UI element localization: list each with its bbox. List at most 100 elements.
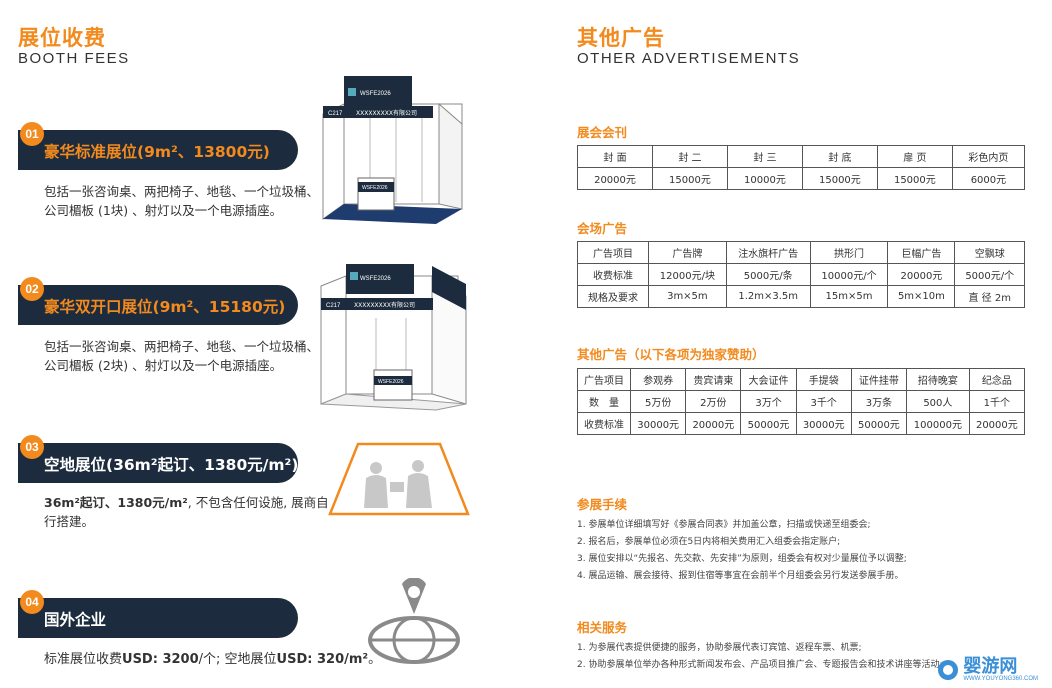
booth-item-2-title: 豪华双开口展位(9m²、15180元) (44, 298, 286, 316)
venue-ads-title: 会场广告 (577, 221, 628, 236)
standard-booth-illustration: WSFE2026 C217 XXXXXXXXX有限公司 WSFE2026 (322, 76, 463, 224)
table-cell: 封 三 (726, 145, 803, 168)
table-cell: 15m×5m (809, 285, 889, 308)
table-cell: 封 面 (577, 145, 653, 168)
space-booth-illustration (328, 442, 470, 516)
booth-item-2-pill: 豪华双开口展位(9m²、15180元) (18, 285, 298, 325)
table-row: 收费标准 30000元 20000元 50000元 30000元 50000元 … (576, 412, 1026, 435)
booth-item-3-number: 03 (20, 435, 44, 459)
table-cell: 6000元 (951, 167, 1026, 190)
booth-item-4-desc-prefix: 标准展位收费 (44, 652, 123, 667)
table-cell: 20000元 (577, 167, 653, 190)
table-cell: 5m×10m (887, 285, 956, 308)
table-cell: 3千个 (795, 390, 852, 413)
services-list: 1. 为参展代表提供便捷的服务，协助参展代表订宾馆、返程车票、机票; 2. 协助… (577, 640, 942, 674)
table-row: 20000元 15000元 10000元 15000元 15000元 6000元 (577, 167, 1026, 190)
table-cell: 证件挂带 (850, 368, 908, 391)
booth1-sign-logo: WSFE2026 (360, 91, 391, 97)
booth2-sign-logo: WSFE2026 (360, 276, 391, 282)
booth-item-4-desc: 标准展位收费USD: 3200/个; 空地展位USD: 320/m²。 (44, 650, 381, 669)
booth-fees-subtitle: BOOTH FEES (18, 50, 130, 67)
booth-item-1-desc: 包括一张咨询桌、两把椅子、地毯、一个垃圾桶、 公司楣板 (1块) 、射灯以及一个… (44, 182, 319, 220)
list-item: 3. 展位安排以“先报名、先交款、先安排”为原则，组委会有权对少量展位予以调整; (577, 554, 907, 564)
table-cell: 数 量 (576, 390, 632, 413)
table-cell: 5000元/条 (725, 263, 811, 286)
table-cell: 15000元 (651, 167, 728, 190)
table-row: 广告项目 广告牌 注水旗杆广告 拱形门 巨幅广告 空飘球 (576, 241, 1025, 264)
table-cell: 注水旗杆广告 (725, 241, 811, 264)
booth-item-3-desc-rest: , 不包含任何设施, 展商自 (187, 495, 329, 510)
catalog-ads-title: 展会会刊 (577, 125, 628, 140)
table-cell: 空飘球 (954, 241, 1025, 264)
table-cell: 广告项目 (576, 241, 650, 264)
other-ads-subtitle: OTHER ADVERTISEMENTS (577, 50, 801, 67)
table-cell: 纪念品 (968, 368, 1026, 391)
booth-item-4-title: 国外企业 (44, 611, 107, 629)
table-cell: 1.2m×3.5m (725, 285, 811, 308)
table-cell: 拱形门 (809, 241, 889, 264)
table-cell: 100000元 (906, 412, 970, 435)
table-cell: 20000元 (685, 412, 742, 435)
table-cell: 30000元 (795, 412, 852, 435)
booth2-code: C217 (326, 303, 341, 309)
table-cell: 彩色内页 (951, 145, 1026, 168)
table-cell: 1千个 (968, 390, 1026, 413)
list-item: 4. 展品运输、展会接待、报到住宿等事宜在会前半个月组委会另行发送参展手册。 (577, 571, 904, 581)
table-row: 规格及要求 3m×5m 1.2m×3.5m 15m×5m 5m×10m 直 径 … (576, 285, 1025, 308)
table-cell: 大会证件 (740, 368, 797, 391)
booth1-company: XXXXXXXXX有限公司 (356, 109, 417, 117)
table-cell: 贵宾请柬 (685, 368, 742, 391)
venue-ads-table: 广告项目 广告牌 注水旗杆广告 拱形门 巨幅广告 空飘球 收费标准 12000元… (576, 241, 1025, 308)
booth-item-3-desc: 36m²起订、1380元/m², 不包含任何设施, 展商自 行搭建。 (44, 493, 329, 531)
booth2-desk-logo: WSFE2026 (378, 379, 404, 385)
booth-item-2-desc: 包括一张咨询桌、两把椅子、地毯、一个垃圾桶、 公司楣板 (2块) 、射灯以及一个… (44, 337, 319, 375)
table-cell: 30000元 (630, 412, 687, 435)
table-cell: 50000元 (850, 412, 908, 435)
procedure-list: 1. 参展单位详细填写好《参展合同表》并加盖公章，扫描或快递至组委会; 2. 报… (577, 517, 907, 585)
table-cell: 收费标准 (576, 412, 632, 435)
booth1-desk-logo: WSFE2026 (362, 185, 388, 191)
booth-item-2-desc-line2: 公司楣板 (2块) 、射灯以及一个电源插座。 (44, 358, 283, 373)
booth-item-2-desc-line1: 包括一张咨询桌、两把椅子、地毯、一个垃圾桶、 (44, 339, 320, 354)
table-cell: 3万个 (740, 390, 797, 413)
booth-item-3-desc-line2: 行搭建。 (44, 514, 95, 529)
booth-item-1-pill: 豪华标准展位(9m²、13800元) (18, 130, 298, 170)
booth-item-1-desc-line2: 公司楣板 (1块) 、射灯以及一个电源插座。 (44, 203, 283, 218)
table-cell: 广告项目 (576, 368, 632, 391)
watermark-text: 婴游网 (963, 656, 1018, 677)
table-row: 数 量 5万份 2万份 3万个 3千个 3万条 500人 1千个 (576, 390, 1026, 413)
booth-item-4-desc-bold2: USD: 320/m² (276, 652, 369, 667)
table-cell: 500人 (906, 390, 970, 413)
booth-item-1-title: 豪华标准展位(9m²、13800元) (44, 143, 270, 161)
list-item: 1. 为参展代表提供便捷的服务，协助参展代表订宾馆、返程车票、机票; (577, 643, 862, 653)
table-cell: 2万份 (685, 390, 742, 413)
table-cell: 招待晚宴 (906, 368, 970, 391)
sponsor-ads-table: 广告项目 参观券 贵宾请柬 大会证件 手提袋 证件挂带 招待晚宴 纪念品 数 量… (576, 368, 1026, 435)
table-cell: 10000元 (726, 167, 803, 190)
table-cell: 20000元 (887, 263, 956, 286)
catalog-ads-table: 封 面 封 二 封 三 封 底 扉 页 彩色内页 20000元 15000元 1… (577, 145, 1026, 190)
table-cell: 3m×5m (648, 285, 727, 308)
booth-item-3-pill: 空地展位(36m²起订、1380元/m²) (18, 443, 298, 483)
globe-pin-icon (368, 578, 460, 664)
booth-item-4-desc-bold1: USD: 3200 (122, 652, 199, 667)
table-row: 封 面 封 二 封 三 封 底 扉 页 彩色内页 (577, 145, 1026, 168)
list-item: 1. 参展单位详细填写好《参展合同表》并加盖公章，扫描或快递至组委会; (577, 520, 871, 530)
table-cell: 手提袋 (795, 368, 852, 391)
table-cell: 5000元/个 (954, 263, 1025, 286)
booth-item-3-desc-bold: 36m²起订、1380元/m² (44, 495, 188, 510)
booth1-code: C217 (328, 111, 343, 117)
table-cell: 直 径 2m (954, 285, 1025, 308)
services-title: 相关服务 (577, 620, 628, 635)
booth-item-4-pill: 国外企业 (18, 598, 298, 638)
list-item: 2. 协助参展单位举办各种形式新闻发布会、产品项目推广会、专题报告会和技术讲座等… (577, 660, 943, 670)
booth-item-4-number: 04 (20, 590, 44, 614)
booth-item-3-title: 空地展位(36m²起订、1380元/m²) (44, 456, 299, 474)
other-ads-title: 其他广告 (577, 26, 665, 50)
watermark-url: WWW.YOUYONG360.COM (963, 676, 1038, 682)
table-row: 收费标准 12000元/块 5000元/条 10000元/个 20000元 50… (576, 263, 1025, 286)
booth-item-1-number: 01 (20, 122, 44, 146)
booth-item-4-desc-end: 。 (368, 652, 382, 667)
table-cell: 10000元/个 (809, 263, 889, 286)
table-cell: 15000元 (876, 167, 953, 190)
